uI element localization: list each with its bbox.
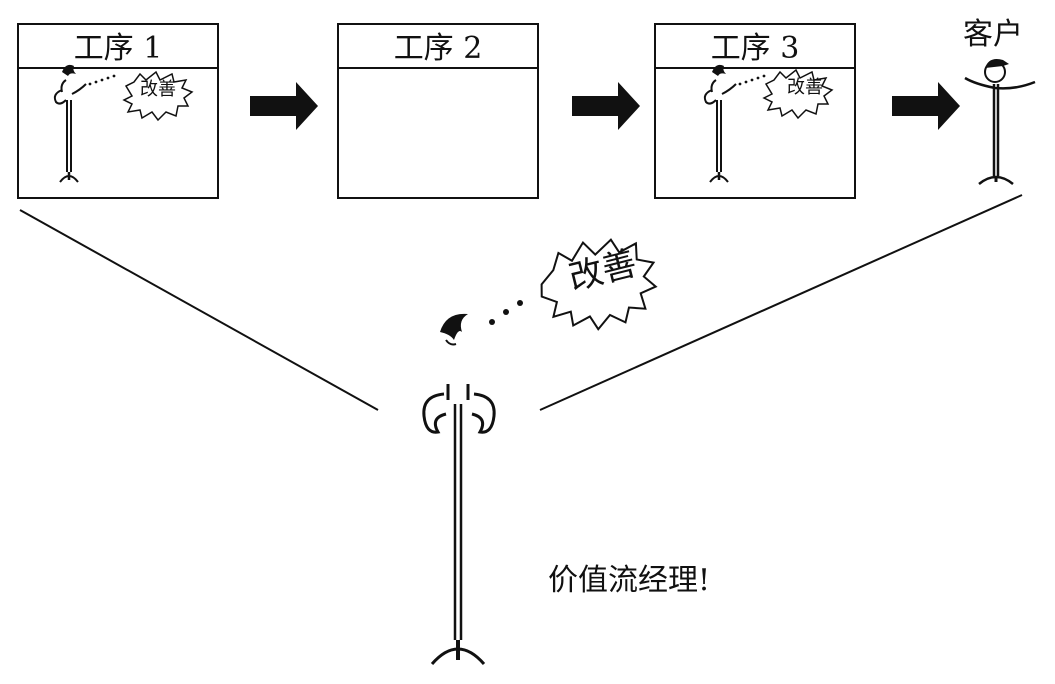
improvement-burst: 改善 [122, 70, 194, 122]
flow-arrow-icon [892, 82, 960, 130]
view-line-left [19, 209, 379, 411]
process-label: 工序 3 [711, 31, 800, 66]
burst-label: 改善 [140, 79, 176, 100]
view-line-right [539, 194, 1023, 411]
improvement-burst: 改善 [762, 68, 834, 120]
burst-label: 改善 [787, 77, 823, 98]
worker-figure [703, 63, 766, 184]
process-box-2: 工序 2 [337, 23, 539, 199]
improvement-burst: 改善 [540, 238, 658, 331]
process-box-1: 工序 1 [17, 23, 219, 199]
process-box-3: 工序 3 [654, 23, 856, 199]
customer-figure [964, 59, 1036, 185]
thought-dots [489, 300, 523, 325]
worker-figure [53, 63, 116, 184]
manager-figure [422, 313, 496, 665]
flow-arrow-icon [250, 82, 318, 130]
manager-caption: 价值流经理! [548, 563, 710, 598]
process-label: 工序 2 [394, 31, 483, 66]
process-label: 工序 1 [74, 31, 163, 66]
customer-label: 客户 [963, 17, 1023, 52]
flow-arrow-icon [572, 82, 640, 130]
